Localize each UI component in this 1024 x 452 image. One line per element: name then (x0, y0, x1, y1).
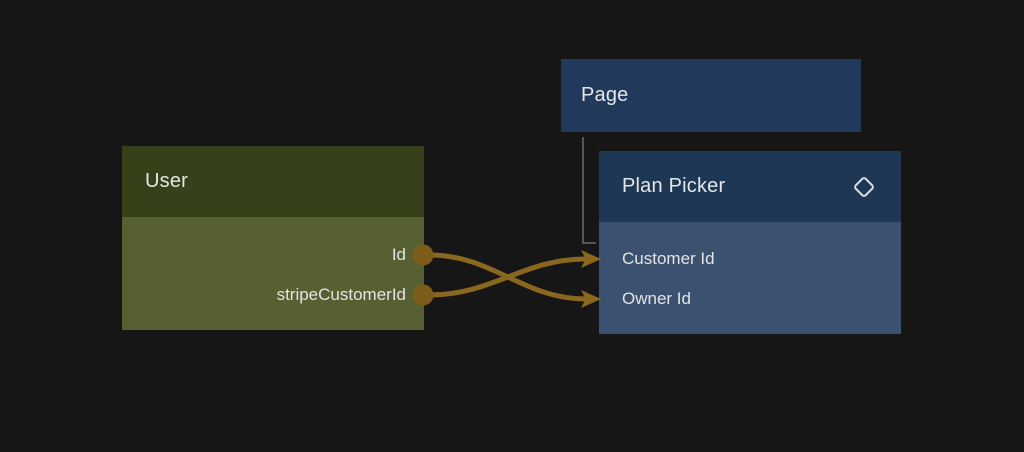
edge-user-stripecustomerid-to-customer-id[interactable] (427, 256, 588, 298)
node-page[interactable]: Page (561, 59, 861, 132)
hierarchy-line-page-to-plan-picker[interactable] (582, 137, 596, 244)
port-user-stripecustomerid[interactable] (412, 284, 434, 306)
node-plan-picker-body: Customer Id Owner Id (599, 222, 901, 334)
field-plan-picker-customer-id[interactable]: Customer Id (599, 239, 901, 279)
field-user-stripecustomerid-label: stripeCustomerId (276, 285, 406, 304)
port-user-id[interactable] (412, 244, 434, 266)
node-user[interactable]: User Id stripeCustomerId (122, 146, 424, 330)
field-user-id[interactable]: Id (122, 235, 424, 275)
field-plan-picker-owner-id-label: Owner Id (622, 289, 691, 308)
field-user-stripecustomerid[interactable]: stripeCustomerId (122, 275, 424, 315)
node-user-title: User (145, 170, 189, 192)
field-plan-picker-owner-id[interactable]: Owner Id (599, 279, 901, 319)
diamond-icon (850, 173, 878, 201)
node-plan-picker[interactable]: Plan Picker Customer Id Owner Id (599, 151, 901, 334)
arrowhead-owner-id[interactable] (581, 290, 601, 308)
arrowhead-customer-id[interactable] (581, 250, 601, 268)
field-plan-picker-customer-id-label: Customer Id (622, 249, 715, 268)
node-page-title: Page (581, 84, 629, 106)
field-user-id-label: Id (391, 245, 406, 264)
node-user-body: Id stripeCustomerId (122, 217, 424, 330)
node-plan-picker-title: Plan Picker (622, 175, 726, 197)
